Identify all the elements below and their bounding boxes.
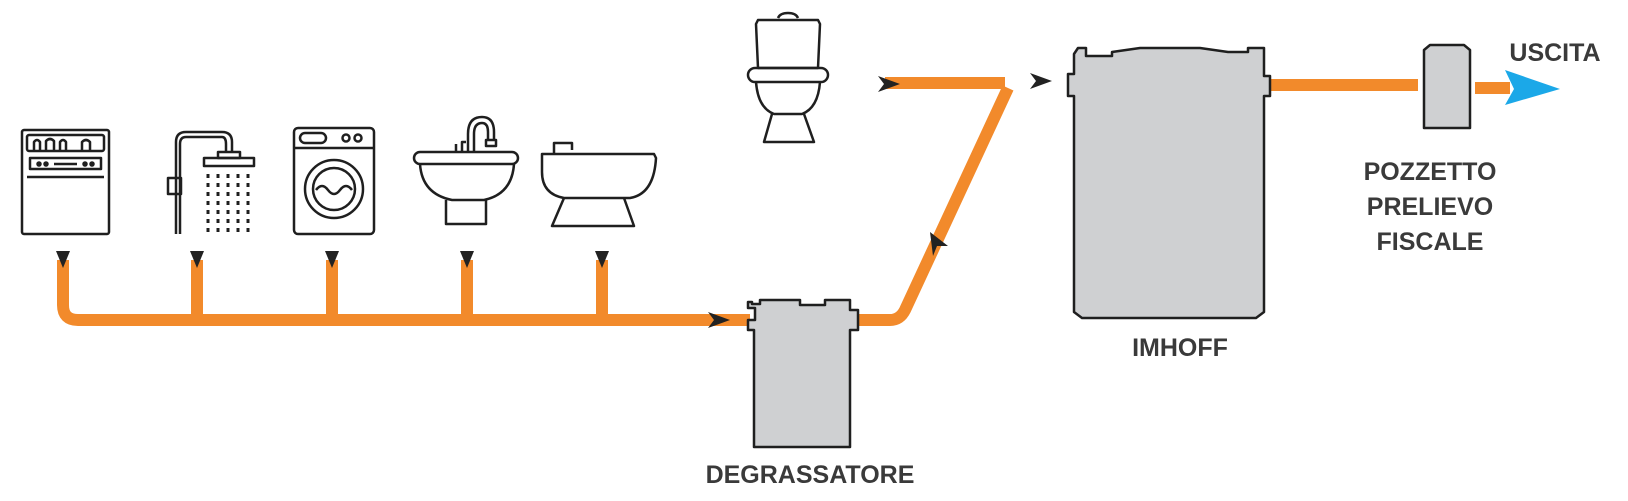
flow-arrow-washer <box>325 251 339 268</box>
shower-icon <box>166 130 256 234</box>
flow-arrow-shower <box>190 251 204 268</box>
degreaser-to-imhoff-pipe <box>855 85 1014 326</box>
exit-label: USCITA <box>1509 39 1601 67</box>
sink-icon <box>412 115 520 226</box>
flow-arrow-bidet <box>595 251 609 268</box>
sampling-well-label-line-3: FISCALE <box>1376 228 1484 256</box>
sampling-well-label-line-2: PRELIEVO <box>1366 193 1494 221</box>
flow-arrow-toilet <box>878 76 900 92</box>
degreaser-label: DEGRASSATORE <box>705 461 915 489</box>
imhoff-label: IMHOFF <box>1132 334 1228 362</box>
sampling-well <box>1422 43 1472 130</box>
washing-machine-icon <box>292 126 376 236</box>
flow-arrow-degreaser-inlet <box>708 312 730 328</box>
main-collector-pipe <box>57 260 750 326</box>
flow-arrow-rising <box>930 232 948 256</box>
flow-arrow-sink <box>460 251 474 268</box>
exit-arrow <box>1505 70 1560 105</box>
flow-arrows <box>56 73 1052 328</box>
degreaser-tank <box>746 298 860 449</box>
dishwasher-icon <box>20 128 111 236</box>
bidet-icon <box>540 141 658 228</box>
sampling-well-label-line-1: POZZETTO <box>1363 158 1497 186</box>
flow-arrow-dishwasher <box>56 251 70 268</box>
sampling-well-label: POZZETTO PRELIEVO FISCALE <box>1350 155 1510 260</box>
imhoff-tank <box>1066 46 1272 320</box>
toilet-icon <box>746 11 830 144</box>
pipes <box>57 77 1510 326</box>
flow-arrow-imhoff-inlet <box>1030 73 1052 89</box>
